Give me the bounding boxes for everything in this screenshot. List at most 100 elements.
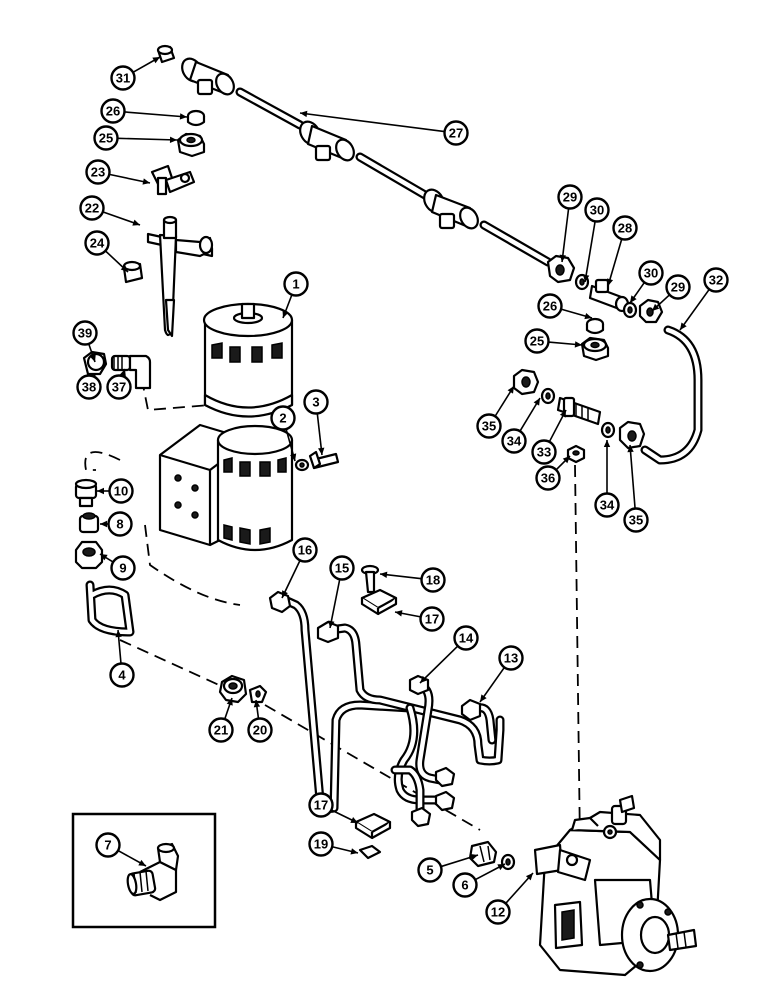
callout-17: 17 [394, 606, 445, 632]
callout-circle [308, 792, 334, 818]
callout-arrowhead [630, 295, 637, 303]
callout-circle [501, 428, 527, 454]
callout-circle [594, 492, 620, 518]
callout-arrowhead [574, 341, 582, 348]
callout-arrowhead [100, 554, 108, 561]
callout-number: 27 [449, 126, 463, 141]
callout-circle [247, 717, 273, 743]
callout-leader [117, 137, 178, 141]
callout-circle [109, 662, 135, 688]
callout-circle [270, 405, 296, 431]
callout-circle [292, 537, 318, 563]
callout-6: 6 [452, 863, 506, 898]
callout-arrowhead [497, 864, 505, 871]
callout-arrowhead [152, 57, 160, 64]
clip-19 [358, 844, 382, 860]
callout-arrowhead [328, 620, 335, 628]
callout-circle [453, 625, 479, 651]
sleeve-8 [78, 512, 100, 534]
filter-element-lower [216, 424, 294, 551]
callout-18: 18 [379, 567, 446, 593]
callout-number: 4 [118, 668, 126, 683]
callout-number: 12 [491, 905, 505, 920]
callout-37: 37 [106, 368, 132, 400]
nut-21 [218, 674, 248, 704]
bolt-3 [308, 450, 340, 470]
callout-arrowhead [169, 136, 177, 144]
clamp-17-top [360, 588, 398, 616]
callout-arrowhead [606, 278, 614, 286]
callout-circle [665, 274, 691, 300]
callout-number: 25 [99, 131, 113, 146]
callout-circle [108, 478, 134, 504]
nut-29-left [546, 254, 576, 284]
callout-arrowhead [226, 698, 233, 706]
callout-arrowhead [318, 447, 325, 455]
callout-number: 21 [214, 723, 228, 738]
callout-arrowhead [282, 590, 288, 598]
callout-5: 5 [417, 854, 479, 883]
callout-circle [85, 159, 111, 185]
callout-circle [107, 511, 133, 537]
callout-number: 22 [85, 201, 99, 216]
callout-arrowhead [350, 817, 358, 823]
callout-19: 19 [308, 831, 359, 857]
callout-27: 27 [299, 110, 469, 146]
bolt-23 [150, 164, 196, 196]
washer-26-right [585, 317, 605, 335]
callout-arrowhead [584, 313, 592, 320]
fitting-33 [556, 396, 602, 426]
callout-arrowhead [480, 694, 487, 702]
callout-number: 26 [543, 299, 557, 314]
callout-21: 21 [208, 697, 234, 743]
callout-arrowhead [97, 487, 104, 495]
callout-29: 29 [557, 184, 583, 263]
callout-circle [524, 328, 550, 354]
callout-circle [443, 120, 469, 146]
callout-circle [535, 465, 561, 491]
callout-circle [485, 899, 511, 925]
callout-circle [417, 857, 443, 883]
callout-circle [110, 555, 136, 581]
callout-4: 4 [109, 629, 135, 688]
callout-number: 30 [644, 266, 658, 281]
washer-30-right [622, 301, 638, 319]
callout-number: 34 [507, 434, 522, 449]
callout-2: 2 [270, 405, 297, 462]
callout-arrowhead [290, 453, 297, 461]
callout-number: 17 [425, 612, 439, 627]
callout-number: 23 [91, 165, 105, 180]
callout-circle [703, 267, 729, 293]
callout-9: 9 [99, 553, 136, 581]
injection-pump-12 [533, 794, 698, 977]
callout-number: 13 [504, 651, 518, 666]
callout-number: 20 [253, 723, 267, 738]
callout-23: 23 [85, 159, 151, 185]
callout-circle [106, 374, 132, 400]
callout-28: 28 [606, 215, 638, 287]
callout-leader [629, 444, 636, 509]
callout-arrowhead [350, 848, 358, 855]
callout-circle [584, 197, 610, 223]
callout-number: 28 [618, 221, 632, 236]
callout-3: 3 [303, 389, 329, 456]
callout-number: 39 [78, 326, 92, 341]
callout-arrowhead [652, 303, 660, 311]
callout-arrowhead [115, 630, 122, 638]
injector-22 [146, 215, 214, 338]
nut-9 [74, 540, 104, 570]
callout-number: 6 [461, 878, 468, 893]
callout-number: 7 [104, 838, 111, 853]
callout-arrowhead [142, 178, 150, 185]
callout-36: 36 [535, 455, 571, 491]
callout-circle [329, 555, 355, 581]
callout-leader [607, 238, 623, 287]
callout-number: 38 [82, 380, 96, 395]
callout-arrowhead [559, 254, 567, 262]
fuel-filter-1 [202, 302, 294, 418]
callout-number: 15 [335, 561, 349, 576]
tee-fitting-lower [423, 188, 479, 230]
callout-number: 24 [90, 236, 105, 251]
callout-31: 31 [110, 56, 161, 91]
callout-number: 33 [537, 445, 551, 460]
